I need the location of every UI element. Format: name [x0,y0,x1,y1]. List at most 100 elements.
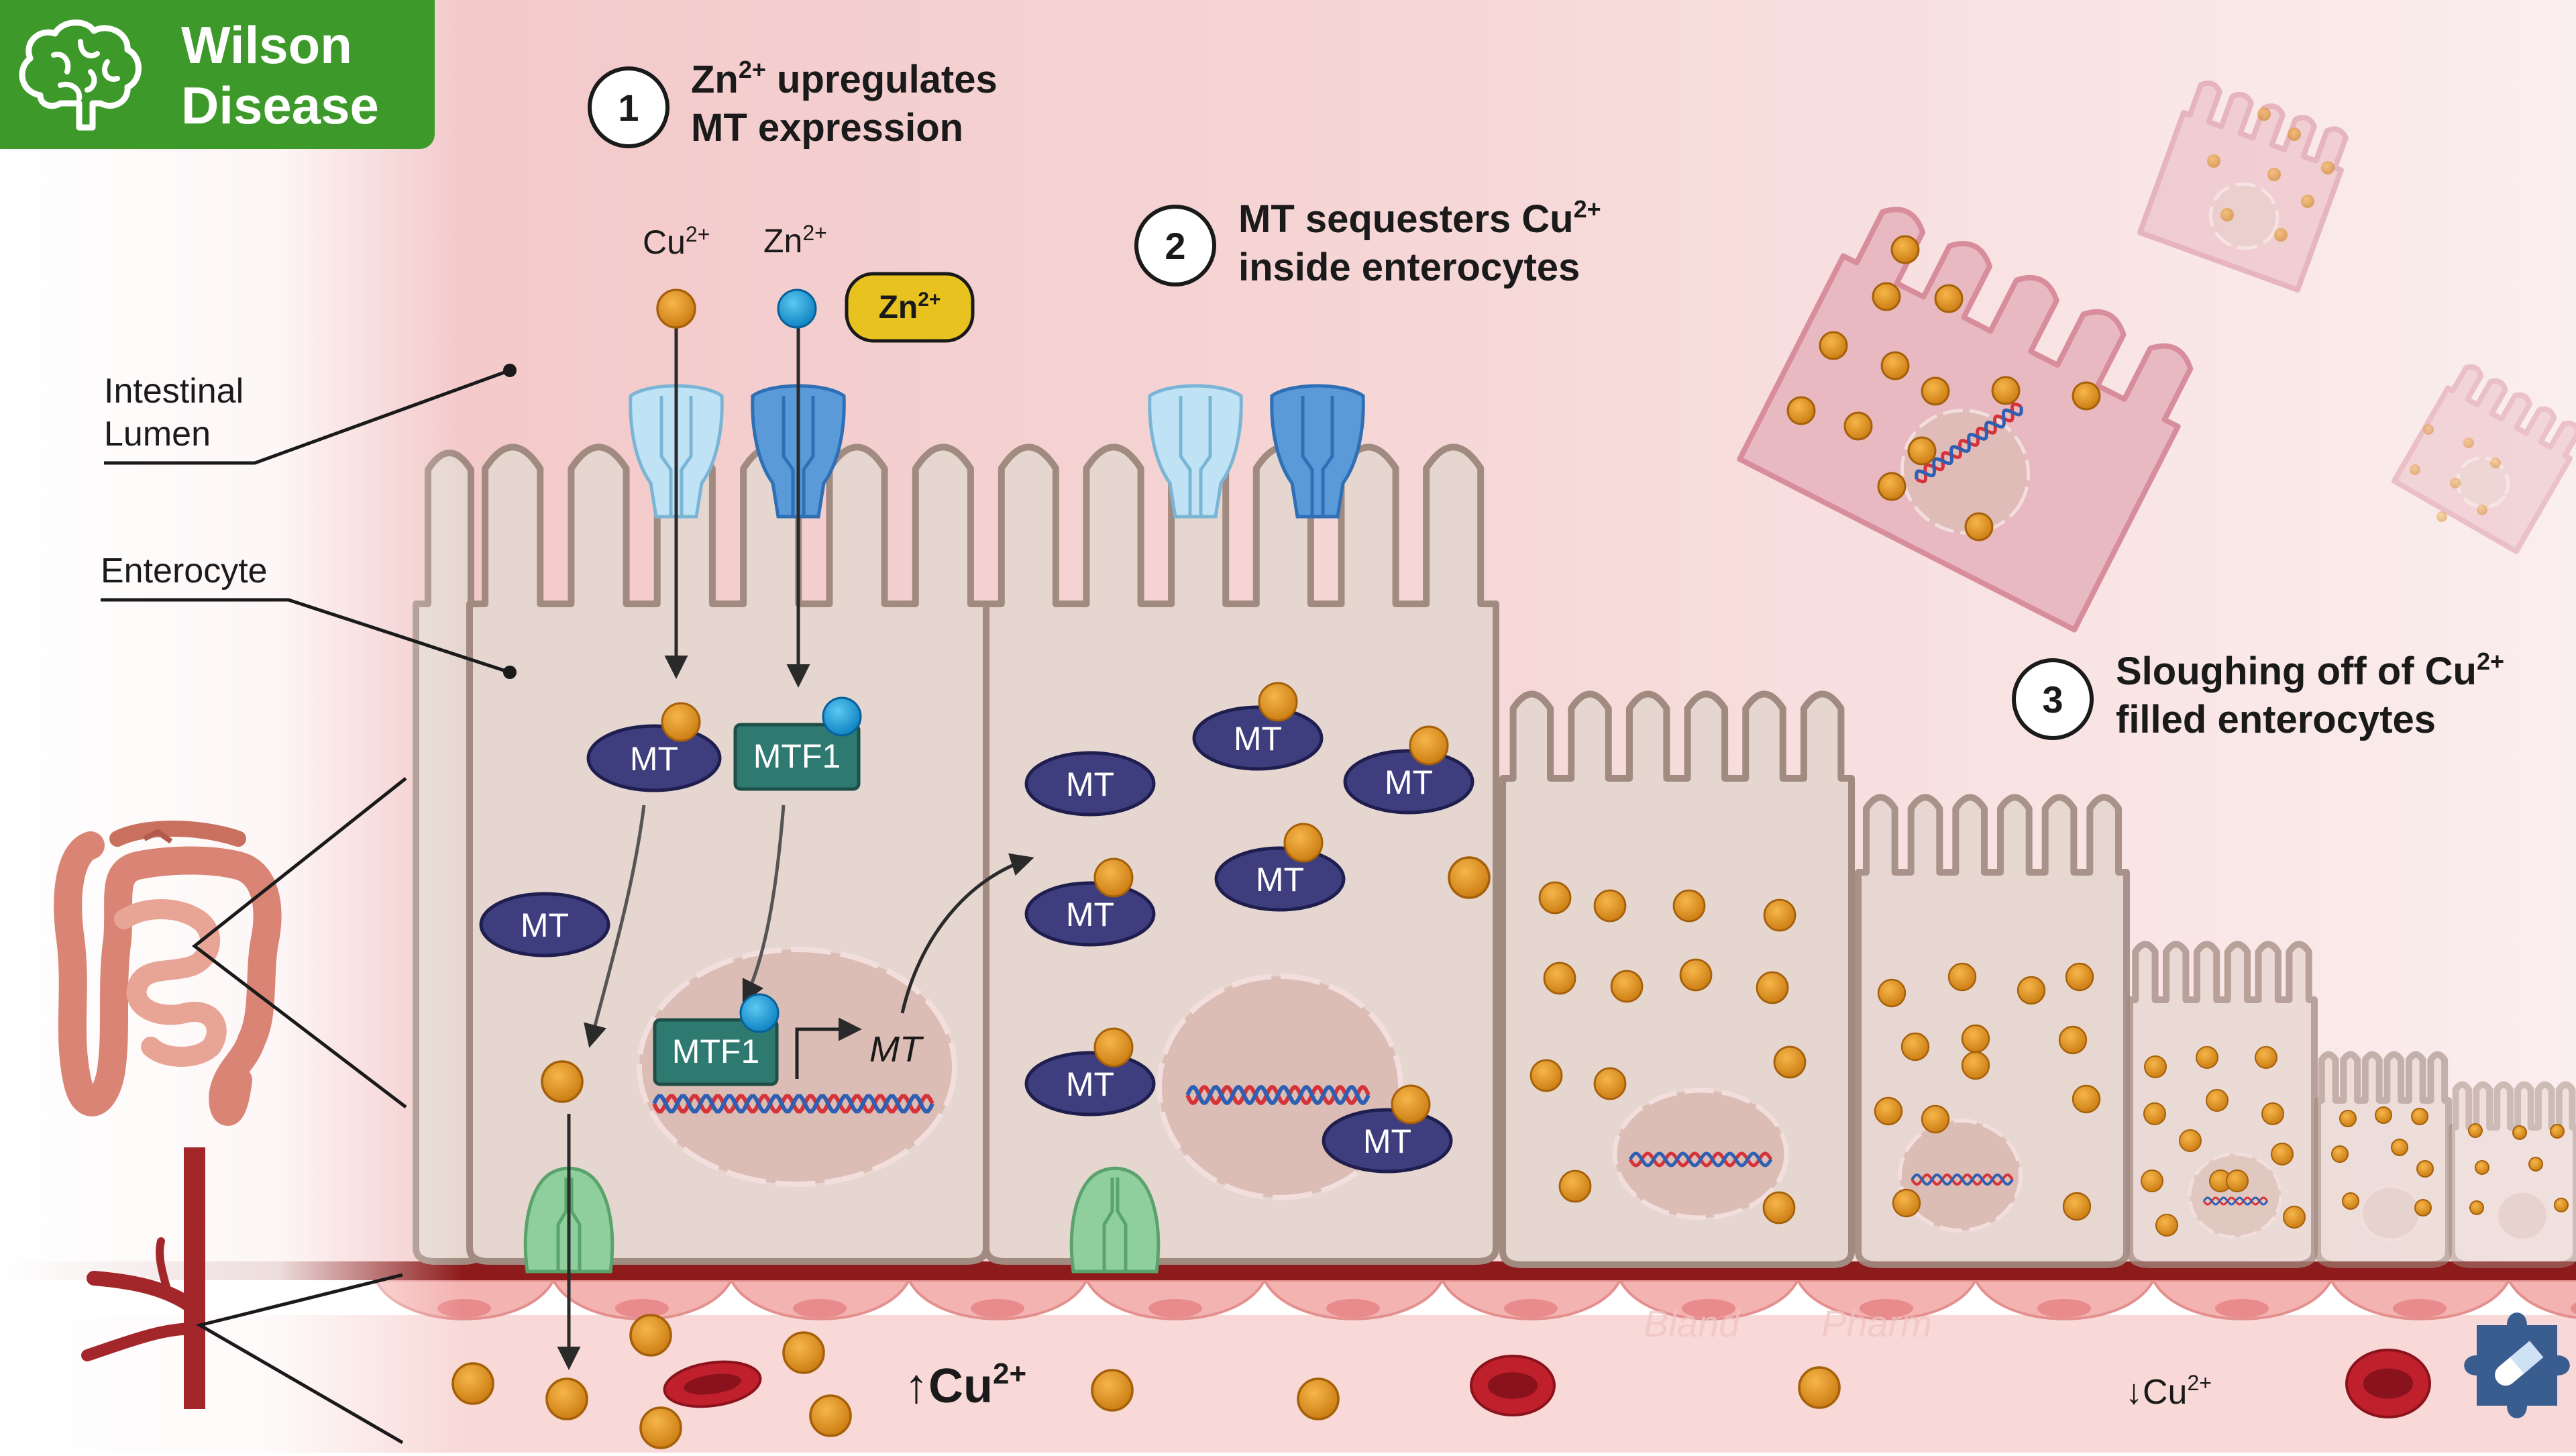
mt-protein-label: MT [521,906,569,944]
copper-ion [2301,195,2314,208]
nucleus-cell5 [2188,1152,2283,1239]
intestinal-lumen-callout: Intestinal Lumen [104,364,517,465]
copper-ion [2226,1169,2249,1192]
mt-protein: MT [1322,1084,1453,1174]
copper-ion [782,1331,825,1374]
copper-ion [2331,1145,2349,1163]
copper-ion [2512,1125,2527,1140]
copper-ion [2463,437,2474,448]
red-blood-cell [2345,1349,2431,1418]
zinc-supplement-label: Zn2+ [879,289,941,325]
copper-ion [1558,1169,1592,1203]
mt-bound-copper [661,702,701,742]
dna-cell1 [652,1094,934,1114]
ctr1-transporter-cell2 [1148,384,1243,519]
copper-ion [1538,881,1572,915]
mt-bound-copper [1283,823,1324,863]
copper-ion [1892,1188,1921,1218]
copper-ion [809,1394,852,1437]
copper-ion [2196,1046,2218,1069]
endothelial-nucleus [1682,1299,1735,1318]
sloughed-cell-small [2392,364,2576,554]
step-1-line2: MT expression [691,106,963,150]
mt-gene-label: MT [869,1029,924,1070]
mt-release-arrow [584,804,646,1048]
mt-protein-label: MT [1363,1123,1411,1160]
mt-gene-expression-arrow [900,853,1034,1014]
dna-sloughed [1915,402,2023,484]
copper-ion [2261,1102,2284,1125]
copper-ion [2469,1200,2484,1215]
mt-bound-copper [1391,1084,1431,1125]
copper-ion [1947,962,1977,992]
endothelial-nucleus [615,1299,669,1318]
step-3-number: 3 [2042,678,2063,721]
copper-ion [2257,107,2271,121]
enterocyte-callout: Enterocyte [101,552,517,679]
copper-ion [1874,1096,1903,1126]
watermark-pharm: Pharm [1821,1302,1932,1345]
copper-ion [1762,1191,1796,1225]
mt-bound-copper [1093,857,1134,898]
red-blood-cells [663,1349,2431,1418]
copper-ion [1756,971,1789,1004]
blood-vessel-icon [81,1147,205,1409]
zinc-ion [777,289,817,329]
copper-ion [2550,1124,2565,1139]
brain-icon [19,19,142,131]
copper-ion [2554,1198,2569,1212]
dna-strands [652,402,2269,1206]
copper-ion [2490,458,2501,468]
copper-ion [1880,351,1910,380]
mt-protein: MT [1024,751,1156,817]
dna-cell5 [2202,1196,2269,1206]
header-title-line1: Wilson [181,15,352,74]
endothelial-nucleus [1326,1299,1380,1318]
header-title-line2: Disease [181,76,379,135]
copper-ion [1961,1024,1990,1053]
copper-ion [1448,856,1491,899]
copper-ion [1872,282,1901,311]
copper-ion [2436,511,2447,522]
endothelial-nucleus [1504,1299,1558,1318]
sloughed-cell-large [1737,207,2194,633]
copper-ion [1763,898,1796,932]
endothelial-nucleus [793,1299,847,1318]
copper-ion [2411,1108,2428,1125]
endothelial-nucleus [2215,1299,2269,1318]
mt-protein-label: MT [1066,1065,1114,1103]
transcription-start-arrow [795,1017,862,1079]
copper-ion [639,1406,682,1449]
zip-transporter-cell2 [1270,384,1365,519]
left-legend-fade [0,0,463,1453]
copper-ion [2423,424,2434,435]
copper-ion [2416,1160,2434,1178]
copper-ion [1843,411,1873,441]
endothelial-nucleus [2571,1302,2576,1314]
copper-ion [1798,1366,1841,1409]
header-badge: Wilson Disease [0,0,435,149]
copper-ion [1964,512,1994,541]
copper-ion [2475,1160,2489,1175]
copper-ion [1991,376,2021,405]
copper-ion [1877,978,1907,1008]
copper-ion [2414,1199,2432,1216]
mtf1-cytoplasm: MTF1 [733,696,862,791]
mtf1-bound-zinc [822,696,862,737]
copper-ion [2072,1084,2101,1114]
copper-ion [2207,154,2220,168]
copper-ion [2321,161,2334,174]
copper-ion [2072,381,2101,411]
endothelial-nucleus [2393,1299,2447,1318]
copper-ion [1543,961,1576,995]
copper-ion [545,1377,588,1420]
copper-ion [2271,1143,2294,1165]
endothelial-cell [2506,1279,2576,1319]
copper-ion [1961,1051,1990,1080]
copper-ion [1672,889,1706,923]
endothelial-nucleus [1860,1299,1913,1318]
copper-ion [1786,396,1816,425]
copper-ion [1921,376,1950,406]
step-3-number-circle [2012,658,2094,740]
